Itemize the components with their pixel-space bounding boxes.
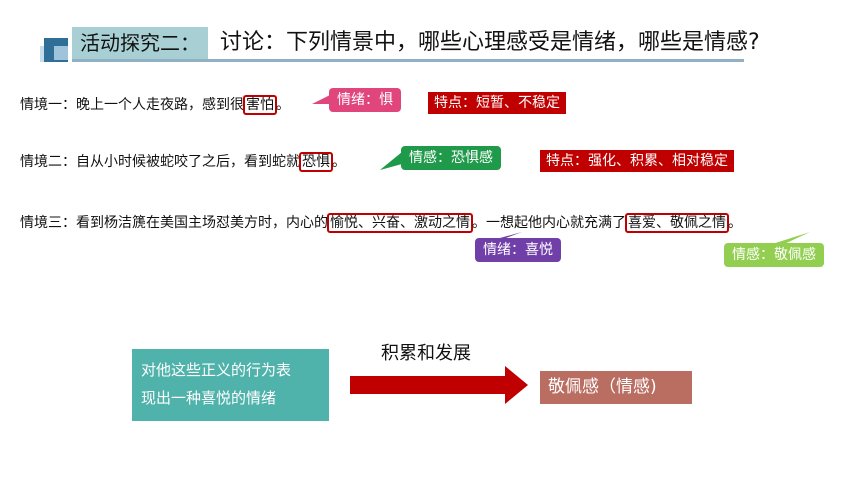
activity-tag: 活动探究二：: [72, 27, 208, 60]
scene-3-feeling-callout: 情感：敬佩感: [724, 243, 824, 267]
page-title: 讨论：下列情景中，哪些心理感受是情绪，哪些是情感?: [220, 30, 760, 55]
scene-2-suffix: 。: [332, 154, 346, 170]
scene-1-highlight: 害怕: [243, 95, 277, 115]
scene-2-text: 情境二：自从小时候被蛇咬了之后，看到蛇就恐惧。: [20, 151, 346, 173]
scene-2-feature: 特点：强化、积累、相对稳定: [540, 150, 734, 172]
source-emotion-box: 对他这些正义的行为表 现出一种喜悦的情绪: [132, 349, 329, 421]
scene-3-callout2-pointer: [766, 232, 810, 246]
scene-2-highlight: 恐惧: [299, 152, 333, 172]
scene-2-callout: 情感：恐惧感: [401, 146, 501, 170]
source-emotion-line-2: 现出一种喜悦的情绪: [141, 389, 277, 407]
scene-2-callout-pointer: [380, 152, 402, 170]
scene-1-callout: 情绪：惧: [329, 88, 401, 112]
source-emotion-line-1: 对他这些正义的行为表: [141, 361, 292, 379]
scene-1-callout-pointer: [312, 94, 332, 104]
result-feeling-box: 敬佩感（情感): [540, 371, 692, 404]
scene-2-prefix: 情境二：自从小时候被蛇咬了之后，看到蛇就: [20, 154, 300, 170]
scene-3-highlight-feeling: 喜爱、敬佩之情: [625, 213, 729, 233]
title-decoration-accent: [54, 46, 68, 60]
scene-1-text: 情境一：晚上一个人走夜路，感到很害怕。: [20, 94, 290, 116]
scene-3-middle: 。一想起他内心就充满了: [472, 215, 626, 231]
scene-1-prefix: 情境一：晚上一个人走夜路，感到很: [20, 97, 244, 113]
scene-1-feature: 特点：短暂、不稳定: [428, 92, 566, 114]
scene-3-highlight-emotion: 愉悦、兴奋、激动之情: [327, 213, 473, 233]
scene-3-text: 情境三：看到杨洁篪在美国主场怼美方时，内心的愉悦、兴奋、激动之情。一想起他内心就…: [20, 212, 742, 234]
scene-3-suffix: 。: [728, 215, 742, 231]
title-underline: [72, 59, 744, 62]
scene-3-prefix: 情境三：看到杨洁篪在美国主场怼美方时，内心的: [20, 215, 328, 231]
arrow-label: 积累和发展: [381, 343, 471, 364]
right-arrow-icon: [350, 366, 528, 404]
scene-3-emotion-callout: 情绪：喜悦: [475, 238, 561, 262]
scene-1-suffix: 。: [276, 97, 290, 113]
